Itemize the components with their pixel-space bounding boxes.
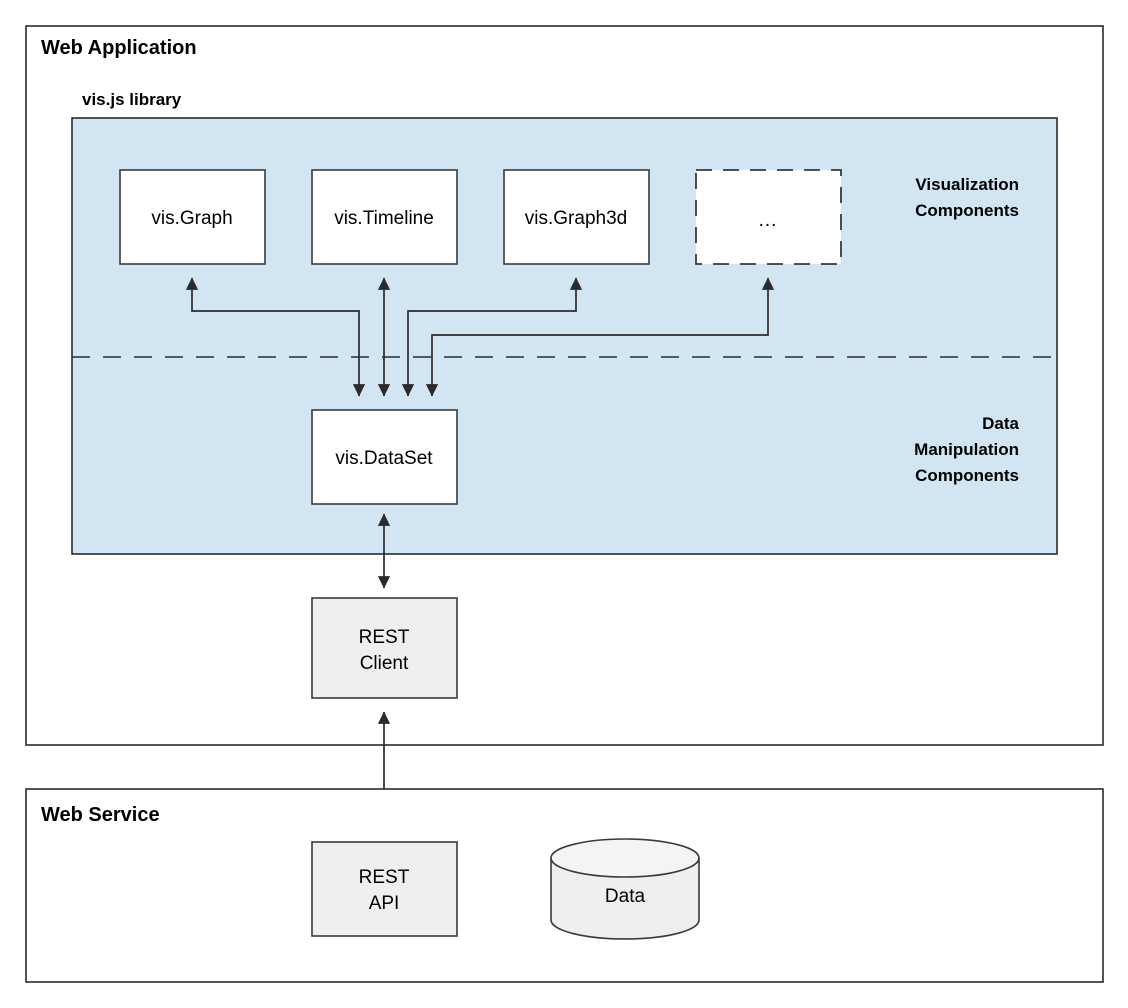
vis-dataset-box[interactable] bbox=[311, 409, 458, 505]
vis-timeline-box[interactable] bbox=[311, 169, 458, 265]
web-service-title: Web Service bbox=[41, 804, 160, 826]
node-rest-api[interactable]: REST API bbox=[311, 841, 458, 937]
data-manipulation-line-3: Components bbox=[915, 466, 1019, 485]
data-manipulation-line-1: Data bbox=[982, 414, 1019, 433]
vis-graph-label: vis.Graph bbox=[151, 208, 232, 229]
rest-api-label-line-2: API bbox=[369, 893, 400, 914]
vis-js-library-panel: vis.js library Visualization Components … bbox=[71, 90, 1058, 555]
group-label-visualization: Visualization Components bbox=[915, 175, 1019, 220]
vis-js-library-title: vis.js library bbox=[82, 90, 182, 109]
rest-client-label-line-2: Client bbox=[360, 653, 409, 674]
node-vis-dataset[interactable]: vis.DataSet bbox=[311, 409, 458, 505]
node-more-components[interactable]: ... bbox=[695, 169, 842, 265]
frame-web-service: Web Service bbox=[25, 788, 1104, 983]
group-label-data-manipulation: Data Manipulation Components bbox=[914, 414, 1019, 485]
data-cylinder-body[interactable] bbox=[550, 857, 700, 940]
visualization-components-line-1: Visualization bbox=[915, 175, 1019, 194]
web-service-frame-rect bbox=[25, 788, 1104, 983]
rest-client-label-line-1: REST bbox=[359, 627, 410, 648]
more-components-label: ... bbox=[759, 210, 778, 231]
vis-graph3d-label: vis.Graph3d bbox=[525, 208, 627, 229]
rest-api-label-line-1: REST bbox=[359, 867, 410, 888]
data-store-label: Data bbox=[605, 886, 646, 907]
vis-timeline-label: vis.Timeline bbox=[334, 208, 434, 229]
vis-graph-box[interactable] bbox=[119, 169, 266, 265]
more-components-box[interactable] bbox=[695, 169, 842, 265]
node-rest-client[interactable]: REST Client bbox=[311, 597, 458, 699]
web-application-title: Web Application bbox=[41, 37, 197, 59]
visualization-components-line-2: Components bbox=[915, 201, 1019, 220]
rest-api-box[interactable] bbox=[311, 841, 458, 937]
node-vis-timeline[interactable]: vis.Timeline bbox=[311, 169, 458, 265]
data-cylinder-top[interactable] bbox=[550, 838, 700, 878]
edge-graph-dataset bbox=[185, 277, 366, 397]
node-vis-graph[interactable]: vis.Graph bbox=[119, 169, 266, 265]
node-vis-graph3d[interactable]: vis.Graph3d bbox=[503, 169, 650, 265]
vis-dataset-label: vis.DataSet bbox=[335, 448, 433, 469]
node-data-store[interactable]: Data bbox=[550, 838, 700, 940]
vis-graph3d-box[interactable] bbox=[503, 169, 650, 265]
rest-client-box[interactable] bbox=[311, 597, 458, 699]
edge-more-dataset bbox=[425, 277, 775, 397]
data-manipulation-line-2: Manipulation bbox=[914, 440, 1019, 459]
